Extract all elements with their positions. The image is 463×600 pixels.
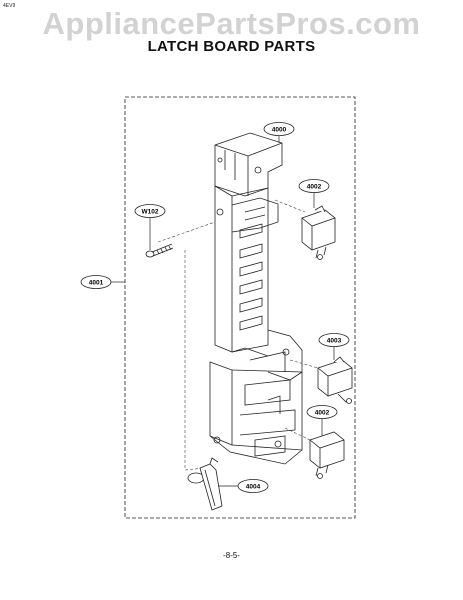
callout-4004: 4004 [237,479,269,493]
svg-text:4000: 4000 [272,127,287,134]
svg-text:4001: 4001 [89,280,104,287]
latch-board-body [209,132,303,465]
corner-code: 4EV9 [3,3,16,9]
lever-part [187,457,223,511]
svg-text:4002: 4002 [307,184,322,191]
svg-text:W102: W102 [142,209,159,216]
watermark: AppliancePartsPros.com [42,6,421,41]
callout-w102: W102 [134,204,166,218]
callout-4000: 4000 [263,122,295,136]
microswitch-bottom [309,431,345,479]
svg-text:4002: 4002 [315,410,330,417]
callout-4001: 4001 [80,275,112,289]
assembly-guide-lines [157,199,319,471]
callout-4002-top: 4002 [298,179,330,193]
microswitch-top [301,205,336,260]
page-title: LATCH BOARD PARTS [147,38,316,55]
callout-4003: 4003 [318,333,350,347]
svg-text:4004: 4004 [246,484,261,491]
assembly-boundary [124,96,356,519]
microswitch-middle [317,356,353,404]
screw-part [145,243,174,258]
svg-text:4003: 4003 [327,338,342,345]
callout-leaders [110,136,335,487]
callout-4002-bottom: 4002 [306,405,338,419]
page-number: -8-5- [223,551,240,560]
